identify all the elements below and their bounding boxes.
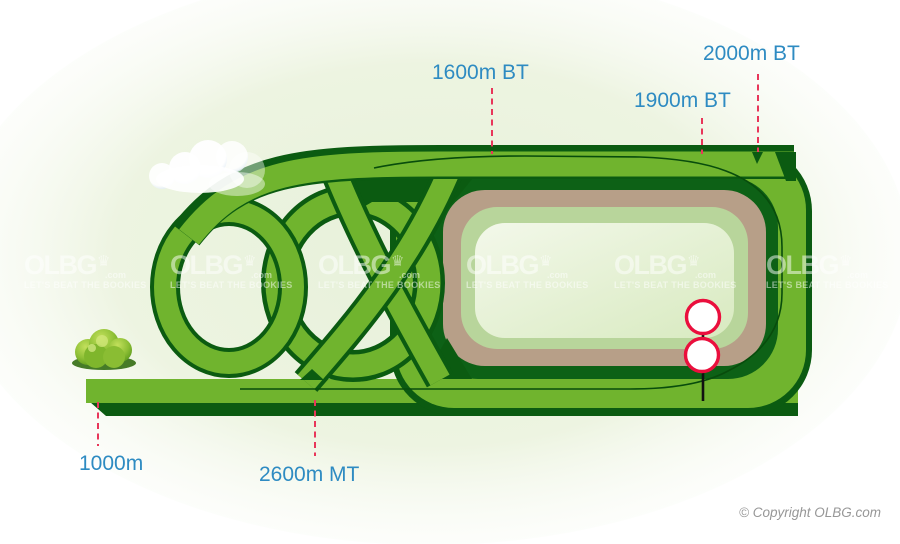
- winning-post-circle-bottom: [683, 336, 721, 374]
- crown-icon: ♛: [391, 253, 405, 270]
- chute-notch: [752, 152, 763, 164]
- watermark-domain: .com: [398, 270, 420, 280]
- watermark-tagline: LET'S BEAT THE BOOKIES: [24, 280, 147, 290]
- crown-icon: ♛: [243, 253, 257, 270]
- watermark-brand: OLBG: [170, 250, 244, 280]
- copyright-text: © Copyright OLBG.com: [739, 505, 881, 520]
- watermark-domain: .com: [250, 270, 272, 280]
- watermark-tagline: LET'S BEAT THE BOOKIES: [170, 280, 293, 290]
- olbg-watermark: OLBG♛.com LET'S BEAT THE BOOKIES: [466, 250, 589, 290]
- marker-lines: [97, 74, 759, 456]
- olbg-watermark: OLBG♛.com LET'S BEAT THE BOOKIES: [614, 250, 737, 290]
- watermark-tagline: LET'S BEAT THE BOOKIES: [466, 280, 589, 290]
- watermark-tagline: LET'S BEAT THE BOOKIES: [318, 280, 441, 290]
- crown-icon: ♛: [687, 253, 701, 270]
- watermark-domain: .com: [694, 270, 716, 280]
- watermark-domain: .com: [104, 270, 126, 280]
- watermark-brand: OLBG: [318, 250, 392, 280]
- infield-center: [475, 223, 734, 338]
- label-1600m-bt: 1600m BT: [432, 61, 529, 84]
- crown-icon: ♛: [97, 253, 111, 270]
- watermark-brand: OLBG: [466, 250, 540, 280]
- crown-icon: ♛: [839, 253, 853, 270]
- label-1000m: 1000m: [79, 452, 144, 475]
- watermark-domain: .com: [546, 270, 568, 280]
- junction-triangle-bottom: [300, 369, 324, 380]
- crown-icon: ♛: [539, 253, 553, 270]
- winning-post: [683, 298, 722, 401]
- olbg-watermark: OLBG♛.com LET'S BEAT THE BOOKIES: [24, 250, 147, 290]
- chute-end-cap: [775, 152, 796, 181]
- watermark-tagline: LET'S BEAT THE BOOKIES: [766, 280, 889, 290]
- watermark-tagline: LET'S BEAT THE BOOKIES: [614, 280, 737, 290]
- label-1900m-bt: 1900m BT: [634, 89, 731, 112]
- olbg-watermark: OLBG♛.com LET'S BEAT THE BOOKIES: [170, 250, 293, 290]
- watermark-brand: OLBG: [614, 250, 688, 280]
- olbg-watermark: OLBG♛.com LET'S BEAT THE BOOKIES: [318, 250, 441, 290]
- label-2000m-bt: 2000m BT: [703, 42, 800, 65]
- diagonal-crossing-2: [294, 158, 466, 392]
- bush: [72, 329, 136, 370]
- watermark-brand: OLBG: [766, 250, 840, 280]
- running-rail-line: [240, 155, 783, 390]
- watermark-brand: OLBG: [24, 250, 98, 280]
- watermark-domain: .com: [846, 270, 868, 280]
- cloud: [149, 140, 265, 196]
- label-2600m-mt: 2600m MT: [259, 463, 360, 486]
- olbg-watermark: OLBG♛.com LET'S BEAT THE BOOKIES: [766, 250, 889, 290]
- winning-post-circle-top: [684, 298, 722, 336]
